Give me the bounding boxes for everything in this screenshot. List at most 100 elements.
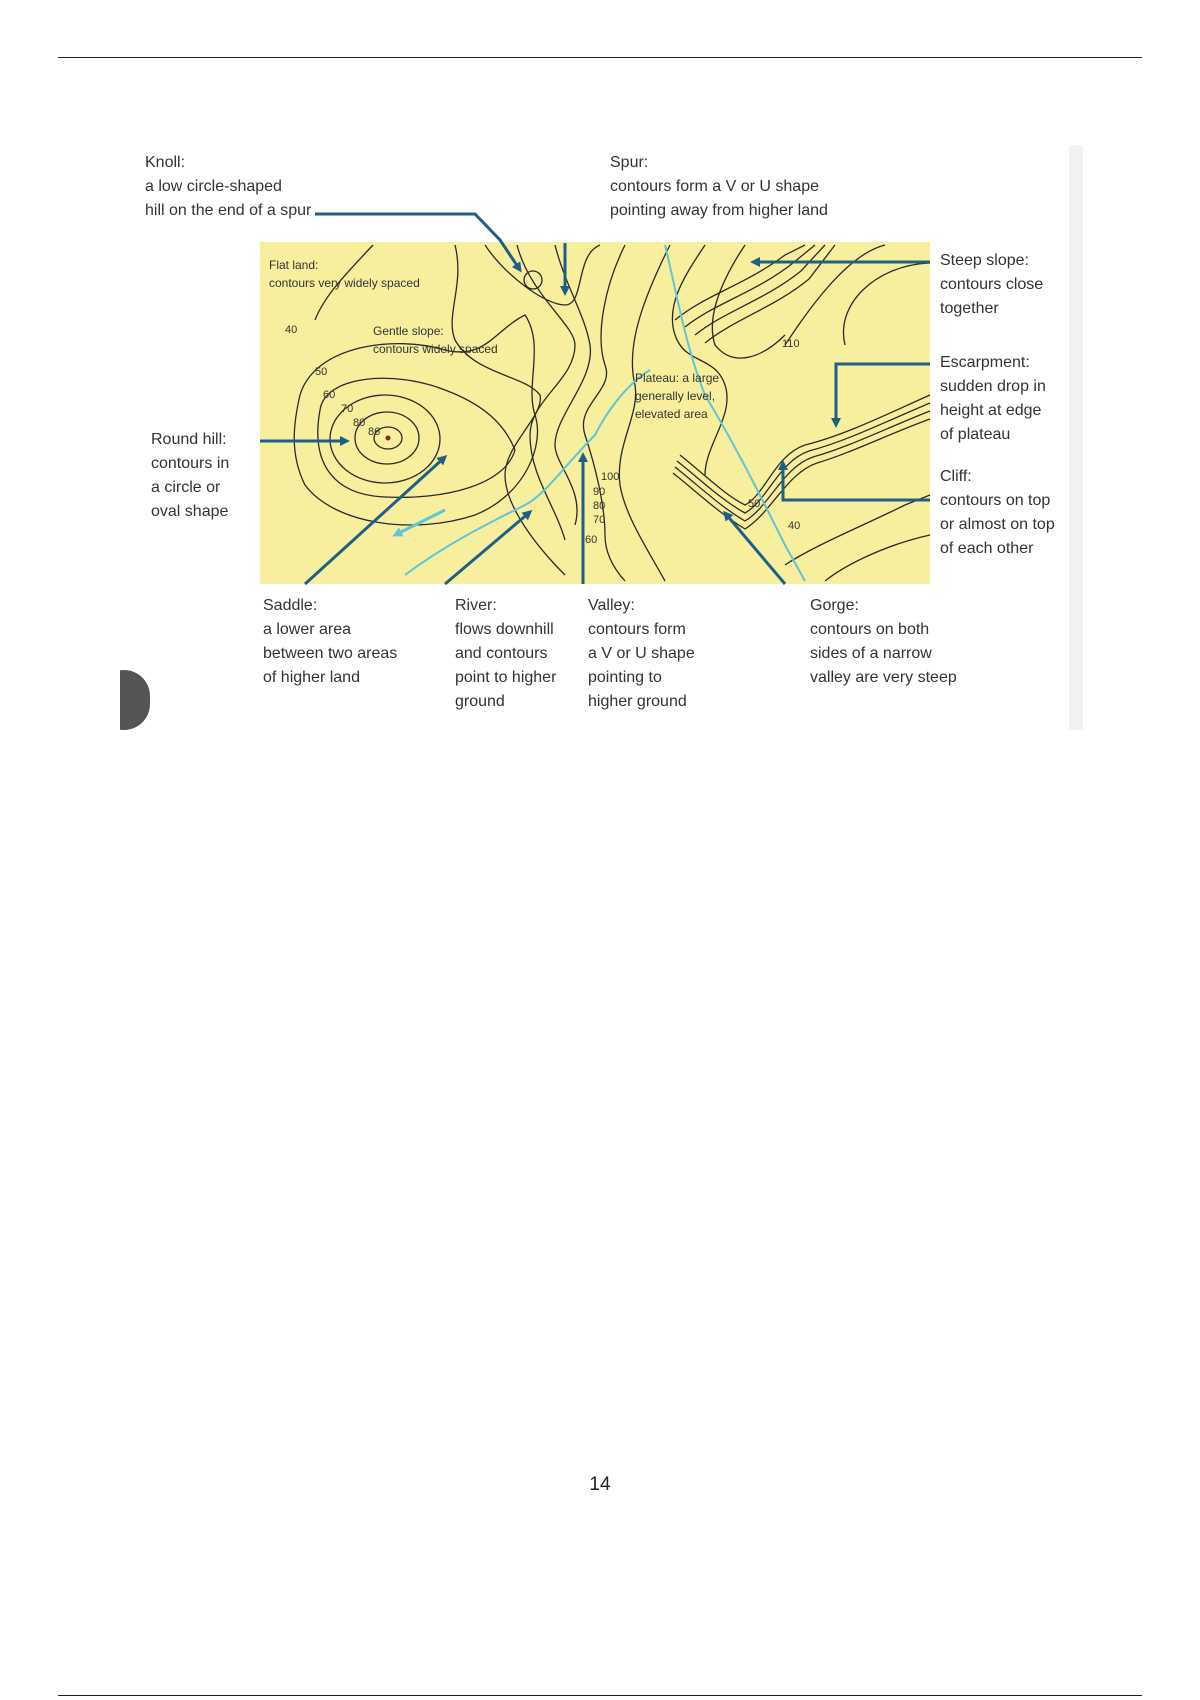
contour-label-70: 70	[341, 403, 353, 415]
gorge-line-2: sides of a narrow	[810, 645, 932, 662]
cliff-line-2: or almost on top	[940, 516, 1055, 533]
contour-diagram: 40 50 60 70 80 86 110 100 90 80 70 60 50…	[145, 145, 1085, 730]
steep-slope-line-1: contours close	[940, 276, 1044, 293]
contour-ridge-5	[582, 244, 626, 582]
river-main	[404, 369, 651, 576]
label-saddle: Saddle: a lower area between two areas o…	[263, 594, 397, 690]
gorge-line-3: valley are very steep	[810, 669, 957, 686]
contour-label-40-left: 40	[285, 324, 297, 336]
knoll-line-2: hill on the end of a spur	[145, 202, 312, 219]
contour-ridge-1	[451, 244, 566, 576]
plateau-line-3: elevated area	[635, 407, 708, 421]
contour-label-86: 86	[368, 426, 380, 438]
label-round-hill: Round hill: contours in a circle or oval…	[151, 428, 229, 524]
plateau-line-2: generally level,	[635, 389, 715, 403]
contour-ridge-2	[484, 244, 601, 306]
round-hill-line-3: oval shape	[151, 503, 229, 520]
escarpment-line-2: height at edge	[940, 402, 1042, 419]
contour-label-60: 60	[323, 389, 335, 401]
arrow-knoll	[315, 212, 522, 273]
gorge-title: Gorge:	[810, 597, 859, 614]
contour-label-90: 90	[593, 486, 605, 498]
valley-line-4: higher ground	[588, 693, 687, 710]
contour-ridge-3	[516, 244, 576, 541]
river-line-4: ground	[455, 693, 505, 710]
contour-labels: 40 50 60 70 80 86 110 100 90 80 70 60 50…	[285, 324, 800, 546]
contour-ridge-7	[671, 244, 728, 476]
saddle-line-1: a lower area	[263, 621, 352, 638]
section-tab-marker	[120, 670, 172, 730]
contour-map-svg: 40 50 60 70 80 86 110 100 90 80 70 60 50…	[260, 212, 931, 586]
contour-label-80b: 80	[593, 500, 605, 512]
label-escarpment: Escarpment: sudden drop in height at edg…	[940, 351, 1046, 447]
cliff-line-1: contours on top	[940, 492, 1051, 509]
steep-slope-title: Steep slope:	[940, 252, 1029, 269]
page-number: 14	[589, 1474, 611, 1495]
contour-60	[329, 394, 441, 484]
header-rule	[58, 57, 1142, 58]
summit-dot	[385, 435, 391, 441]
label-spur: Spur: contours form a V or U shape point…	[610, 151, 828, 223]
valley-title: Valley:	[588, 597, 635, 614]
contour-80	[373, 426, 403, 450]
contour-ridge-8	[711, 244, 786, 359]
label-valley: Valley: contours form a V or U shape poi…	[588, 594, 695, 714]
flat-land-title: Flat land:	[269, 258, 318, 272]
contour-label-50: 50	[315, 366, 327, 378]
saddle-title: Saddle:	[263, 597, 318, 614]
label-gorge: Gorge: contours on both sides of a narro…	[810, 594, 957, 690]
contour-50	[317, 377, 516, 499]
contour-label-70b: 70	[593, 514, 605, 526]
round-hill-title: Round hill:	[151, 431, 227, 448]
contour-ridge-4	[554, 244, 591, 526]
contour-label-100: 100	[601, 471, 619, 483]
arrow-river	[444, 510, 533, 586]
cliff-line-3: of each other	[940, 540, 1034, 557]
arrow-cliff	[778, 460, 930, 502]
river-flow-arrow	[392, 508, 446, 537]
cliff-title: Cliff:	[940, 468, 972, 485]
flat-land-desc: contours very widely spaced	[269, 276, 420, 290]
footer-rule	[58, 1695, 1142, 1696]
river-line-2: and contours	[455, 645, 548, 662]
contour-lines	[293, 244, 931, 582]
spur-line-2: pointing away from higher land	[610, 202, 828, 219]
contour-label-40-right: 40	[788, 520, 800, 532]
escarpment-line-3: of plateau	[940, 426, 1011, 443]
knoll-contour	[523, 270, 543, 290]
arrow-gorge	[723, 510, 787, 585]
knoll-title: Knoll:	[145, 154, 186, 171]
gorge-line-1: contours on both	[810, 621, 930, 638]
river-line-1: flows downhill	[455, 621, 554, 638]
figure-edge-strip	[1069, 145, 1083, 730]
gentle-slope-title: Gentle slope:	[373, 324, 444, 338]
contour-label-50-right: 50	[748, 498, 760, 510]
contour-label-110: 110	[782, 338, 800, 350]
arrow-saddle	[303, 454, 448, 586]
contour-label-60b: 60	[585, 534, 597, 546]
steep-slope-line-2: together	[940, 300, 999, 317]
gentle-slope-desc: contours widely spaced	[373, 342, 498, 356]
saddle-line-3: of higher land	[263, 669, 360, 686]
plateau-line-1: Plateau: a large	[635, 371, 719, 385]
spur-line-1: contours form a V or U shape	[610, 178, 819, 195]
label-cliff: Cliff: contours on top or almost on top …	[940, 465, 1055, 561]
river-gorge	[704, 394, 806, 582]
valley-line-2: a V or U shape	[588, 645, 695, 662]
escarpment-title: Escarpment:	[940, 354, 1030, 371]
spur-title: Spur:	[610, 154, 649, 171]
contour-flat	[314, 244, 374, 321]
contour-70	[354, 411, 420, 465]
saddle-line-2: between two areas	[263, 645, 398, 662]
round-hill-line-1: contours in	[151, 455, 230, 472]
river-line-3: point to higher	[455, 669, 557, 686]
label-river: River: flows downhill and contours point…	[455, 594, 556, 714]
contour-ridge-6	[618, 244, 671, 582]
callout-arrows	[260, 212, 930, 586]
river-lines	[392, 244, 806, 582]
label-steep-slope: Steep slope: contours close together	[940, 249, 1043, 321]
round-hill-line-2: a circle or	[151, 479, 221, 496]
contour-label-80: 80	[353, 417, 365, 429]
valley-line-3: pointing to	[588, 669, 662, 686]
knoll-line-1: a low circle-shaped	[145, 178, 282, 195]
